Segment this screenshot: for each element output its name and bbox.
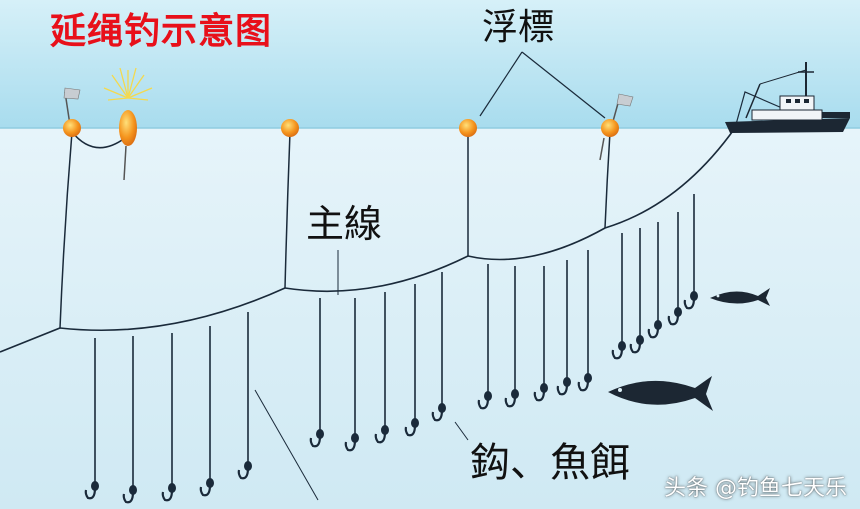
main-line — [0, 127, 736, 353]
hook — [556, 383, 569, 396]
bait — [381, 425, 389, 435]
lower-pointer — [254, 389, 319, 501]
hook-bait-label: 鈎、魚餌 — [470, 440, 630, 486]
bait — [411, 418, 419, 428]
float-buoy-2 — [281, 119, 299, 137]
hook — [404, 424, 417, 437]
hook — [629, 341, 642, 354]
bait — [674, 307, 682, 317]
bait — [168, 483, 176, 493]
hook — [477, 397, 490, 410]
hook — [667, 313, 680, 326]
bait — [690, 291, 698, 301]
fish-small — [710, 288, 770, 306]
fishing-ship — [725, 62, 850, 133]
bait — [129, 485, 137, 495]
hook — [504, 395, 517, 408]
float-buoy-3 — [459, 119, 477, 137]
float-label: 浮標 — [482, 7, 555, 48]
hook — [122, 491, 135, 504]
bait — [351, 433, 359, 443]
hook — [683, 297, 696, 310]
bait — [636, 335, 644, 345]
bait — [484, 391, 492, 401]
bait — [540, 383, 548, 393]
float-buoy-4 — [599, 93, 634, 161]
hook — [431, 409, 444, 422]
hook — [344, 439, 357, 452]
watermark: 头条 @钓鱼七天乐 — [664, 476, 847, 501]
hook — [577, 379, 590, 392]
float-buoy-1 — [63, 87, 81, 137]
hook — [161, 489, 174, 502]
bait — [654, 320, 662, 330]
hook — [611, 347, 624, 360]
hook — [237, 467, 250, 480]
diagram-title: 延绳钓示意图 — [50, 11, 273, 52]
sky — [0, 0, 860, 128]
bait — [563, 377, 571, 387]
main-line-label: 主線 — [306, 202, 383, 246]
bait — [438, 403, 446, 413]
float-buoy-light — [103, 67, 153, 181]
hook — [533, 389, 546, 402]
bait — [91, 481, 99, 491]
fish-large — [608, 376, 713, 411]
sea — [0, 128, 860, 509]
float-label-pointers — [479, 51, 606, 119]
bait — [244, 461, 252, 471]
hook-label-pointer — [454, 421, 469, 441]
float-lines — [59, 131, 611, 329]
bait — [316, 429, 324, 439]
hook — [84, 487, 97, 500]
bait — [584, 373, 592, 383]
bait — [618, 341, 626, 351]
hook — [309, 435, 322, 448]
hook — [647, 326, 660, 339]
hook — [374, 431, 387, 444]
bait — [511, 389, 519, 399]
branch-lines — [84, 194, 698, 504]
ship-rope — [734, 91, 783, 129]
bait — [206, 478, 214, 488]
hook — [199, 484, 212, 497]
